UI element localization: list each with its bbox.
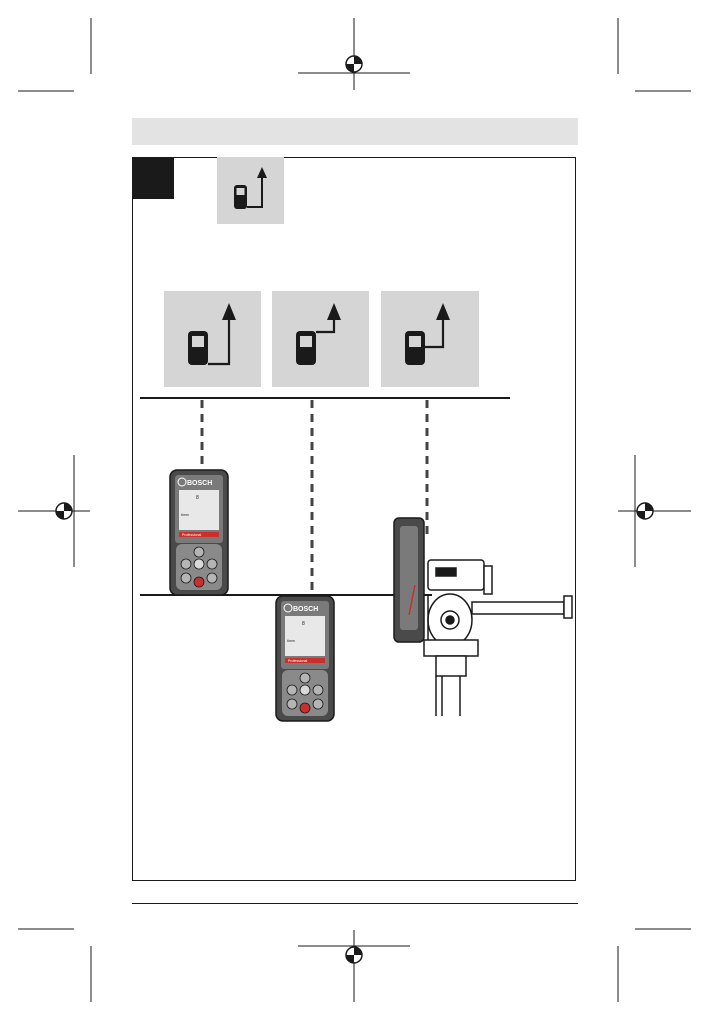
figure-label [132,157,174,199]
mode-icon-tile-rear [164,291,261,387]
device-screen-side: 6mm [287,639,295,643]
mode-icon-tile-front [272,291,369,387]
footer-rule [132,903,578,904]
device-model-text: Professional [182,533,201,537]
front-edge-reference-icon [272,291,369,387]
rear-edge-reference-icon [217,157,284,224]
tripod-thread-reference-icon [381,291,479,387]
laser-measure-device-tripod [394,518,424,642]
device-brand-text: BOSCH [293,606,318,613]
device-brand-text: BOSCH [187,480,212,487]
mode-icon-tile-thread [381,291,479,387]
laser-measure-device-center: BOSCH 8 6mm Professional [276,596,334,721]
laser-measure-device-left: BOSCH 8 6mm Professional [170,470,228,595]
device-screen-value: 8 [302,621,305,627]
reference-icon-tile [217,157,284,224]
tripod [424,560,572,716]
device-screen-value: 8 [196,495,199,501]
rear-edge-reference-icon [164,291,261,387]
device-model-text: Professional [288,659,307,663]
device-screen-side: 6mm [181,513,189,517]
header-band [132,118,578,145]
measurement-illustration: BOSCH 8 6mm Professional BOSCH 8 6mm Pro… [132,390,576,730]
